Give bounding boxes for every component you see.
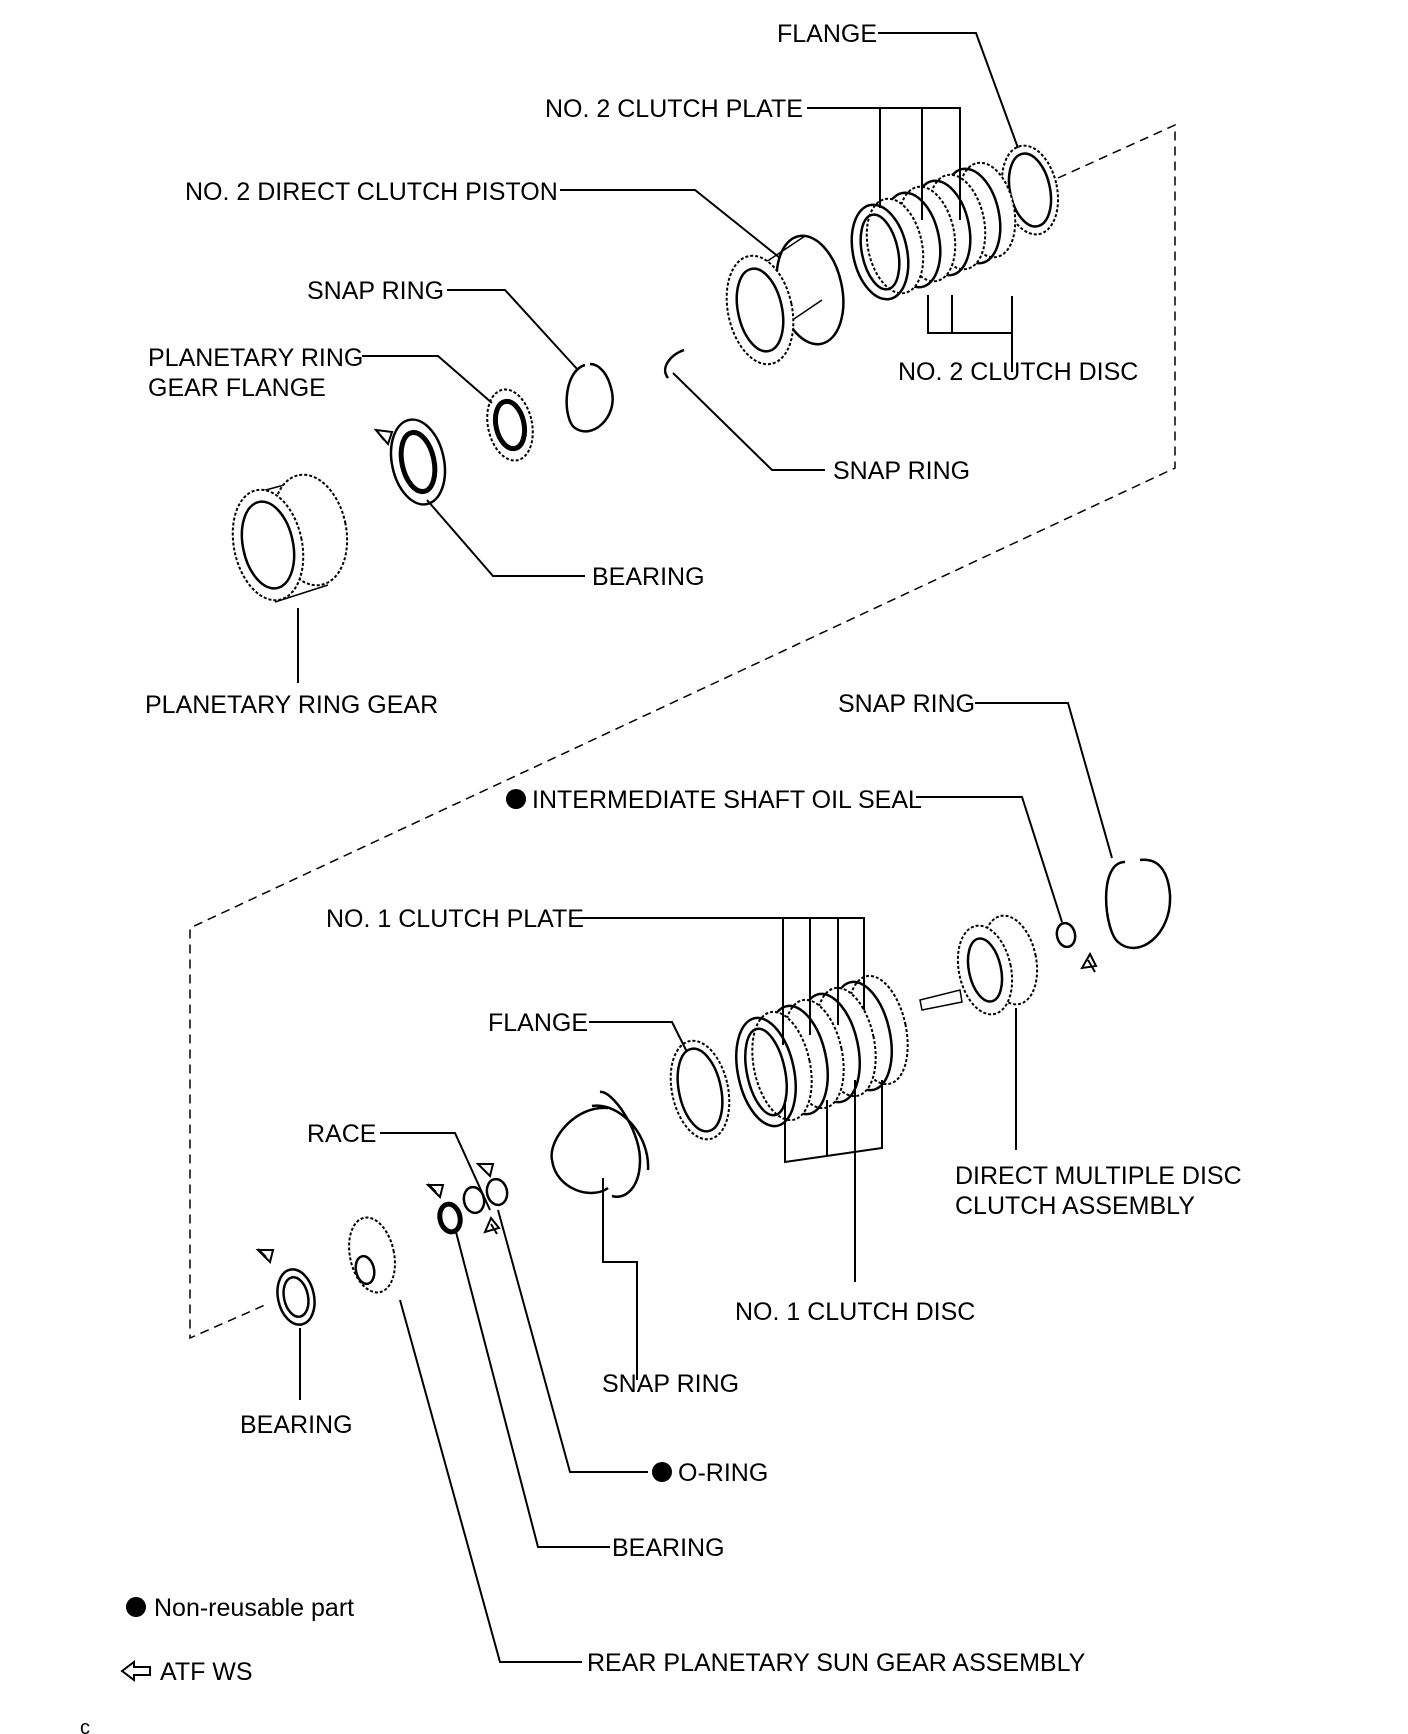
no1-clutch-pack-part <box>735 974 909 1128</box>
label-snap-ring-1: SNAP RING <box>307 277 444 305</box>
label-bearing-left: BEARING <box>240 1411 353 1439</box>
flange-top-part <box>1000 144 1060 236</box>
snap-ring-small-part <box>663 348 685 379</box>
hollow-arrow-icon <box>120 1660 151 1682</box>
corner-code: c <box>80 1717 90 1734</box>
label-planetary-ring-gear: PLANETARY RING GEAR <box>145 691 438 719</box>
o-rings-part <box>462 1177 509 1215</box>
label-direct-multiple-disc-2: CLUTCH ASSEMBLY <box>955 1192 1195 1220</box>
atf-arrow-top <box>373 428 394 446</box>
intermediate-shaft-oil-seal-part <box>1055 921 1077 949</box>
flange-lower-part <box>669 1039 731 1141</box>
leader-lines-top <box>297 32 1019 683</box>
race-part <box>437 1201 463 1235</box>
atf-arrow-bearing-left <box>255 1248 275 1264</box>
label-no1-clutch-disc: NO. 1 CLUTCH DISC <box>735 1298 975 1326</box>
label-flange-top: FLANGE <box>777 20 877 48</box>
label-direct-multiple-disc-1: DIRECT MULTIPLE DISC <box>955 1162 1242 1190</box>
label-no2-clutch-disc: NO. 2 CLUTCH DISC <box>898 358 1138 386</box>
bearing-top-part <box>389 418 447 506</box>
bearing-left-part <box>276 1268 316 1326</box>
leader-lines-bottom <box>299 702 1113 1663</box>
non-reusable-dot-o-ring <box>652 1462 672 1482</box>
planetary-ring-gear-flange-part <box>486 388 534 462</box>
label-rear-planetary-sun-gear: REAR PLANETARY SUN GEAR ASSEMBLY <box>587 1649 1086 1677</box>
no2-clutch-pack-part <box>850 161 1017 301</box>
non-reusable-dot-oil-seal <box>506 789 526 809</box>
label-o-ring: O-RING <box>678 1459 768 1487</box>
label-flange-lower: FLANGE <box>488 1009 588 1037</box>
label-snap-ring-4: SNAP RING <box>602 1370 739 1398</box>
label-no2-clutch-plate: NO. 2 CLUTCH PLATE <box>545 95 803 123</box>
legend-non-reusable: Non-reusable part <box>154 1594 354 1622</box>
label-intermediate-shaft-oil-seal: INTERMEDIATE SHAFT OIL SEAL <box>532 786 922 814</box>
snap-ring-top-part <box>565 362 614 433</box>
label-no2-direct-clutch-piston: NO. 2 DIRECT CLUTCH PISTON <box>185 178 558 206</box>
atf-arrow-seal <box>1080 951 1098 973</box>
assembly-boundary <box>189 123 1176 1340</box>
atf-arrows-race <box>425 1163 501 1235</box>
direct-multiple-disc-clutch-part <box>919 914 1039 1016</box>
label-bearing-bottom: BEARING <box>612 1534 725 1562</box>
rear-planetary-sun-gear-part <box>348 1216 396 1294</box>
legend: Non-reusable part ATF WS <box>120 1594 354 1686</box>
label-planetary-ring-gear-flange-2: GEAR FLANGE <box>148 374 326 402</box>
snap-rings-lower-part <box>550 1090 650 1198</box>
planetary-ring-gear-part <box>231 473 349 603</box>
label-snap-ring-3: SNAP RING <box>838 690 975 718</box>
filled-circle-icon <box>126 1597 146 1617</box>
snap-ring-right-part <box>1104 858 1172 949</box>
legend-atf: ATF WS <box>160 1658 253 1686</box>
label-planetary-ring-gear-flange-1: PLANETARY RING <box>148 344 363 372</box>
label-snap-ring-2: SNAP RING <box>833 457 970 485</box>
label-no1-clutch-plate: NO. 1 CLUTCH PLATE <box>326 905 584 933</box>
label-race: RACE <box>307 1120 376 1148</box>
label-bearing-top: BEARING <box>592 563 705 591</box>
no2-direct-clutch-piston-part <box>725 234 845 366</box>
